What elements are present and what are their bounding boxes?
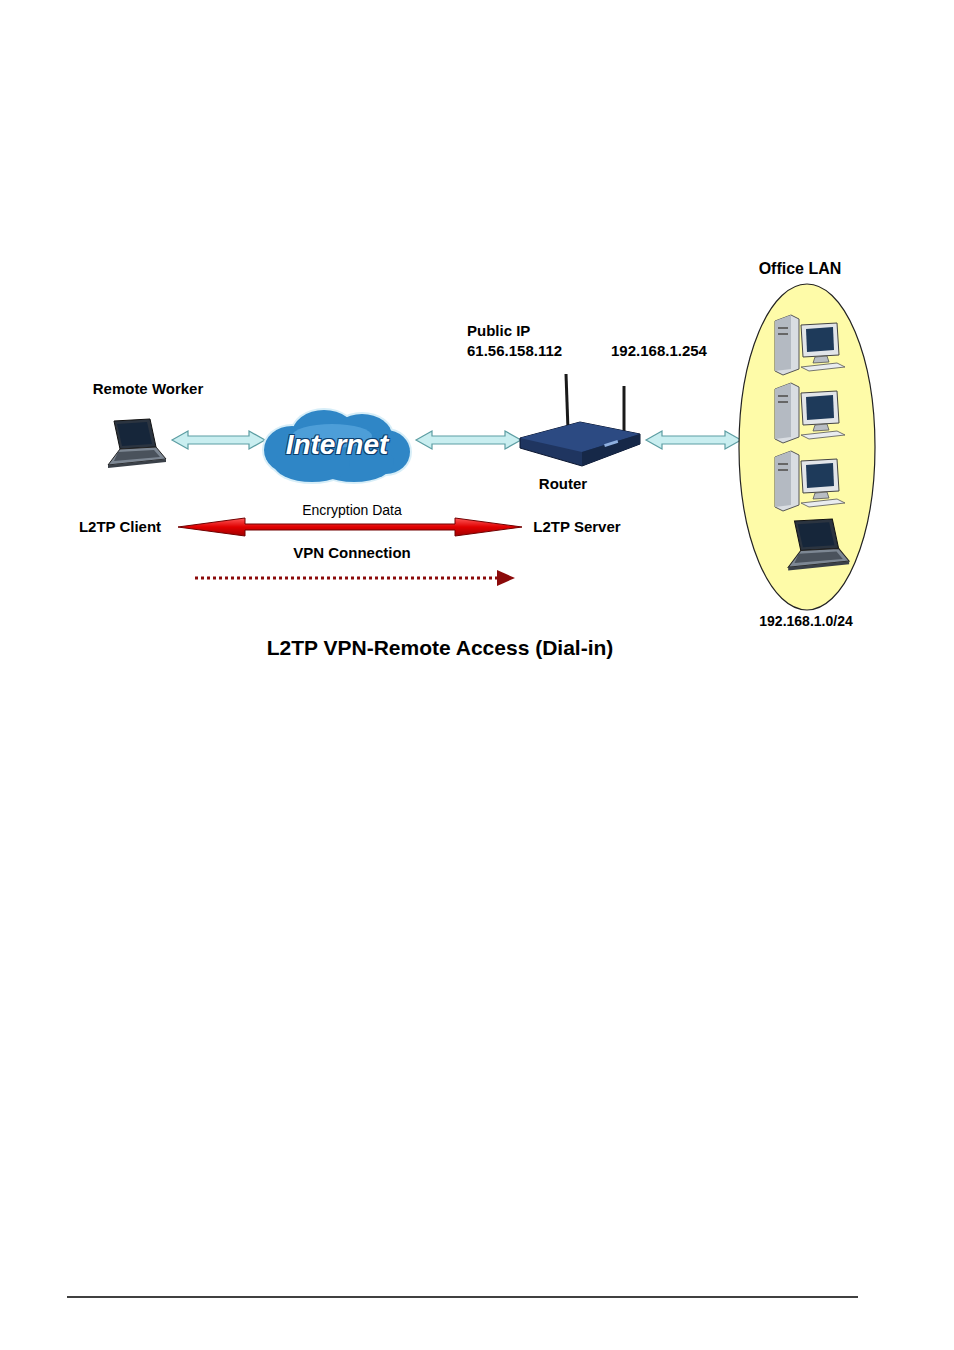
diagram-caption: L2TP VPN-Remote Access (Dial-in) [267,635,614,661]
pc-tower-side [775,315,791,371]
pc-keyboard [801,499,845,507]
laptop-icon [108,419,166,468]
laptop-display [798,522,835,547]
lan-art [738,283,876,611]
diagram-label: Encryption Data [302,500,402,520]
pc-screen [806,327,834,352]
pc-keyboard [801,431,845,439]
router-leds [604,440,618,447]
pc-drive [778,327,788,329]
desktop-pc-icon [775,383,845,443]
laptop-keyboard [114,450,160,461]
router-art [518,372,642,466]
pc-drive [778,469,788,471]
diagram-label: Public IP 61.56.158.112 [467,321,577,361]
laptop-edge [788,561,849,570]
desktop-pc-icon [775,315,845,375]
router-icon [520,374,640,466]
node-heading: 192.168.1.0/24 [759,611,852,631]
vpn-arrow-head [497,570,515,586]
node-heading: Router [539,474,587,494]
pc-tower [775,451,799,511]
pc-stand [813,492,829,499]
pc-screen [806,463,834,488]
link-arrow [646,431,741,449]
pc-tower-side [775,451,791,507]
laptop-display [117,422,152,446]
pc-monitor [801,391,839,425]
pc-screen [806,395,834,420]
footer-rule [67,1296,858,1298]
pc-drive [778,401,788,403]
cloud-node: Internet [262,406,412,484]
node-heading: Office LAN [759,259,842,279]
pc-drive [778,333,788,335]
router-antenna [566,374,568,430]
router-antenna [623,386,626,436]
diagram-label: VPN Connection [293,543,411,563]
laptop-keyboard [795,552,843,564]
desktop-pc-icon [775,451,845,511]
laptop-edge [108,459,166,468]
laptop-icon [788,519,849,570]
pc-drive [778,395,788,397]
router-front [582,434,640,466]
diagram-label: L2TP Client [79,517,161,537]
internet-cloud [262,408,412,484]
router-body [520,422,640,466]
diagram-label: L2TP Server [533,517,620,537]
node-heading: Remote Worker [93,379,204,399]
vpn-dotted-line [195,577,498,580]
cloud-label: Internet [286,429,389,461]
laptop-screen [114,419,156,449]
pc-stand [813,424,829,431]
pc-tower [775,383,799,443]
encryption-arrow [178,518,522,536]
pc-tower-side [775,383,791,439]
pc-keyboard [801,363,845,371]
pc-tower [775,315,799,375]
pc-stand [813,356,829,363]
link-arrow [172,431,265,449]
pc-monitor [801,459,839,493]
router-node: Router [518,372,642,466]
laptop-art [104,418,168,468]
lan-ellipse [739,284,875,610]
link-arrow [416,431,521,449]
lan-node: Office LAN192.168.1.0/24 [738,283,876,611]
pc-drive [778,463,788,465]
laptop-node: Remote Worker [104,418,168,468]
pc-monitor [801,323,839,357]
laptop-screen [795,519,839,551]
diagram-label: 192.168.1.254 [611,341,707,361]
